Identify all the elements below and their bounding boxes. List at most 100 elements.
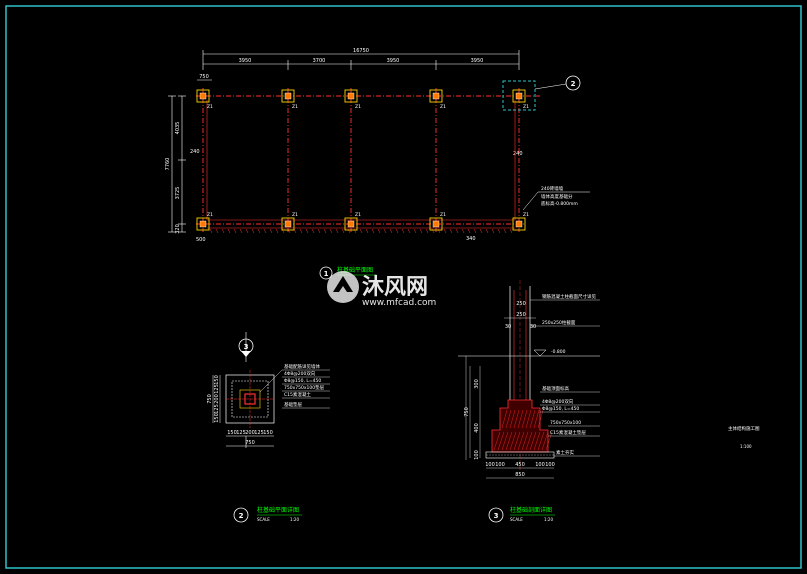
detail-plan-note-2: 4Φ8@200双向 [284, 370, 316, 377]
beam-note-line-2: 墙体高度基础分 [541, 193, 573, 200]
beam-note-line-3: 底标高-0.800mm [541, 200, 578, 207]
section-scale-label: SCALE [510, 517, 523, 522]
column: Z1 [512, 212, 529, 231]
section-height-dim-3: 100 [474, 450, 480, 460]
detail-plan-note-5: C15素混凝土 [284, 391, 311, 398]
bottom-edge-dim-left: 500 [196, 237, 206, 243]
plan-title-number: 1 [324, 270, 329, 278]
column: Z1 [512, 89, 529, 110]
column-tag: Z1 [207, 104, 213, 110]
section-note-4: 4Φ8@200双向 [542, 398, 574, 405]
detail-plan-note-3: Φ8@150, L=450 [284, 378, 321, 384]
column-tag: Z1 [440, 212, 446, 218]
left-total-dim: 7760 [165, 158, 171, 171]
detail-plan-left-dim-5: 150 [214, 413, 220, 423]
column: Z1 [196, 89, 213, 110]
column-tag: Z1 [523, 212, 529, 218]
watermark-brand: 沐风网 [362, 275, 428, 300]
column-tag: Z1 [355, 212, 361, 218]
detail-plan-bottom-dim-4: 125 [254, 430, 264, 436]
offset-dim-left: 240 [190, 149, 200, 155]
column: Z1 [344, 89, 361, 110]
plan-title-bubble [319, 266, 333, 280]
section-note-6: 750x750x100 [550, 420, 581, 426]
column-tag: Z1 [292, 104, 298, 110]
section-top-dim-2: 250 [516, 312, 526, 318]
section-bottom-dim-2: 100 [495, 462, 505, 468]
hatch-ticks [209, 228, 513, 234]
left-seg-dim-3: 320 [175, 224, 181, 234]
drawing-frame [5, 5, 802, 569]
span-dim-2: 3700 [313, 58, 326, 64]
detail-plan-note-1: 基础配筋详见墙体 [284, 363, 320, 370]
overall-width-dim: 16750 [353, 48, 369, 54]
bottom-edge-dim-mid: 340 [466, 236, 476, 242]
section-height-dim-2: 400 [474, 423, 480, 433]
left-seg-dim-2: 3725 [175, 187, 181, 200]
section-bottom-dim-5: 100 [545, 462, 555, 468]
concrete-hatch [493, 409, 553, 451]
column: Z1 [344, 212, 361, 231]
detail-plan-bottom-dim-5: 150 [263, 430, 273, 436]
section-bottom-dim-1: 100 [485, 462, 495, 468]
section-note-5: Φ8@150, L=450 [542, 406, 579, 412]
section-bottom-total: 850 [515, 472, 525, 478]
side-note-scale: 1:100 [740, 444, 752, 449]
section-marker-label: 3 [244, 343, 249, 351]
detail-bubble-label: 2 [571, 80, 576, 88]
section-note-2: 250x250柱截面 [542, 319, 576, 326]
section-note-3: 基础顶面标高 [542, 385, 569, 392]
detail-plan-left-total: 750 [207, 394, 213, 404]
section-side-dim-1: 30 [505, 324, 511, 330]
column-tag: Z1 [292, 212, 298, 218]
column: Z1 [281, 212, 298, 231]
detail-plan-left-dim-2: 125 [214, 384, 220, 394]
section-top-dim-1: 250 [516, 301, 526, 307]
detail-plan-left-dim-4: 125 [214, 404, 220, 414]
column: Z1 [196, 212, 213, 231]
beam-note-line-1: 240砖墙墙 [541, 185, 564, 192]
column-tag: Z1 [355, 104, 361, 110]
section-height-total: 750 [464, 407, 470, 417]
section-side-dim-2: 30 [530, 324, 536, 330]
section-level: -0.800 [551, 349, 566, 355]
side-note-title: 主体结构施工图 [728, 425, 760, 432]
section-bottom-dim-4: 100 [535, 462, 545, 468]
detail-plan-width-total: 750 [245, 440, 255, 446]
detail-plan-note-6: 基础垫层 [284, 401, 302, 408]
footing-detail-section: 250 250 30 30 -0.800 750 300 400 100 100… [458, 280, 600, 523]
detail-plan-note-4: 750x750x100垫层 [284, 384, 325, 391]
section-title-bubble [488, 507, 504, 523]
detail-plan-bottom-dim-1: 150 [227, 430, 237, 436]
detail-plan-title-bubble [233, 507, 249, 523]
detail-plan-bottom-dim-2: 125 [236, 430, 246, 436]
section-height-dim-1: 300 [474, 379, 480, 389]
detail-bubble [565, 75, 581, 91]
column: Z1 [429, 89, 446, 110]
detail-callout-box [502, 80, 536, 111]
wall-lines [206, 100, 516, 229]
column-tag: Z1 [523, 104, 529, 110]
detail-plan-bottom-dim-3: 200 [245, 430, 255, 436]
grid-lines [196, 88, 540, 232]
watermark: 沐风网 www.mfcad.com [327, 271, 436, 308]
column: Z1 [281, 89, 298, 110]
column-tag: Z1 [440, 104, 446, 110]
detail-plan-title-number: 2 [239, 512, 244, 520]
detail-plan-title: 柱基础平面详图 [257, 506, 299, 514]
watermark-url: www.mfcad.com [362, 298, 436, 308]
left-seg-dim-1: 4035 [175, 122, 181, 135]
section-note-7: C15素混凝土垫层 [550, 429, 586, 436]
section-title-number: 3 [494, 512, 499, 520]
column: Z1 [429, 212, 446, 231]
span-dim-3: 3950 [387, 58, 400, 64]
span-dim-1: 3950 [239, 58, 252, 64]
section-note-1: 钢筋混凝土柱截面尺寸详见 [542, 293, 596, 300]
section-scale-value: 1:20 [544, 517, 553, 522]
section-bottom-dim-3: 450 [515, 462, 525, 468]
span-dim-4: 3950 [471, 58, 484, 64]
column-tag: Z1 [207, 212, 213, 218]
offset-dim-right: 240 [513, 151, 523, 157]
plan-title: 柱基础平面图 [337, 266, 373, 274]
